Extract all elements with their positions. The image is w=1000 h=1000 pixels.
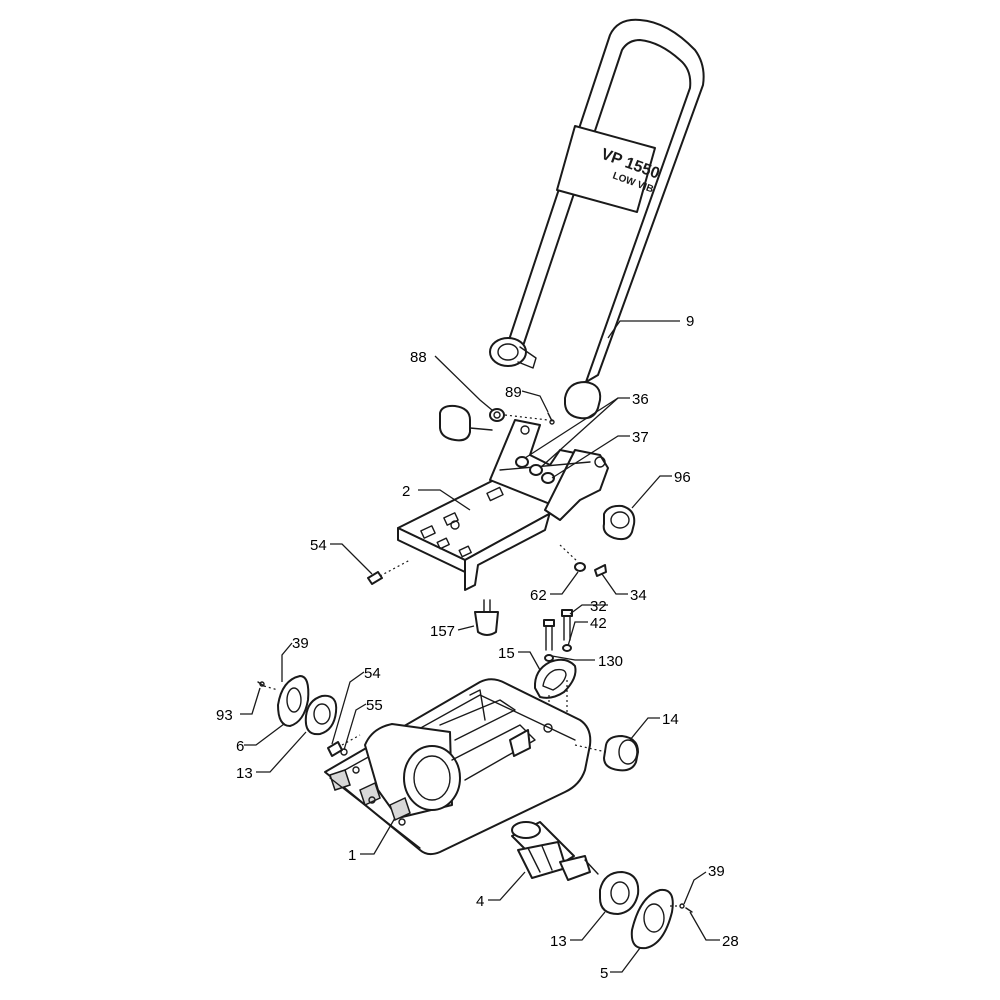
callout-5: 5 bbox=[600, 965, 608, 982]
callout-89: 89 bbox=[505, 384, 522, 401]
callout-39-left: 39 bbox=[292, 635, 309, 652]
callout-130: 130 bbox=[598, 653, 623, 670]
leader-lines bbox=[240, 320, 720, 973]
rubber-mounts-upper bbox=[439, 404, 636, 541]
callout-34: 34 bbox=[630, 587, 647, 604]
hardware-middle bbox=[367, 544, 607, 636]
callout-55: 55 bbox=[366, 697, 383, 714]
hardware-upper bbox=[489, 408, 555, 484]
callout-62: 62 bbox=[530, 587, 547, 604]
callout-2: 2 bbox=[402, 483, 410, 500]
callout-28: 28 bbox=[722, 933, 739, 950]
eccentric-shaft-part-4 bbox=[511, 821, 599, 881]
handle-part-9: VP 1550 LOW VIB bbox=[489, 18, 705, 420]
callout-labels: 9 88 89 36 37 96 2 54 62 34 157 32 42 13… bbox=[216, 313, 739, 982]
base-plate-part-1 bbox=[324, 678, 592, 856]
hardware-lifting bbox=[533, 609, 577, 760]
callout-6: 6 bbox=[236, 738, 244, 755]
callout-13-right: 13 bbox=[550, 933, 567, 950]
callout-54-lower: 54 bbox=[364, 665, 381, 682]
callout-93: 93 bbox=[216, 707, 233, 724]
callout-14: 14 bbox=[662, 711, 679, 728]
callout-39-right: 39 bbox=[708, 863, 725, 880]
callout-42: 42 bbox=[590, 615, 607, 632]
callout-9: 9 bbox=[686, 313, 694, 330]
callout-4: 4 bbox=[476, 893, 484, 910]
callout-54-upper: 54 bbox=[310, 537, 327, 554]
callout-1: 1 bbox=[348, 847, 356, 864]
callout-15: 15 bbox=[498, 645, 515, 662]
callout-32: 32 bbox=[590, 598, 607, 615]
callout-37: 37 bbox=[632, 429, 649, 446]
rubber-mount-part-14 bbox=[574, 735, 639, 772]
bearing-set-left bbox=[257, 675, 361, 757]
callout-88: 88 bbox=[410, 349, 427, 366]
callout-96: 96 bbox=[674, 469, 691, 486]
callout-157: 157 bbox=[430, 623, 455, 640]
callout-36: 36 bbox=[632, 391, 649, 408]
callout-13-left: 13 bbox=[236, 765, 253, 782]
bearing-set-right bbox=[599, 871, 693, 950]
